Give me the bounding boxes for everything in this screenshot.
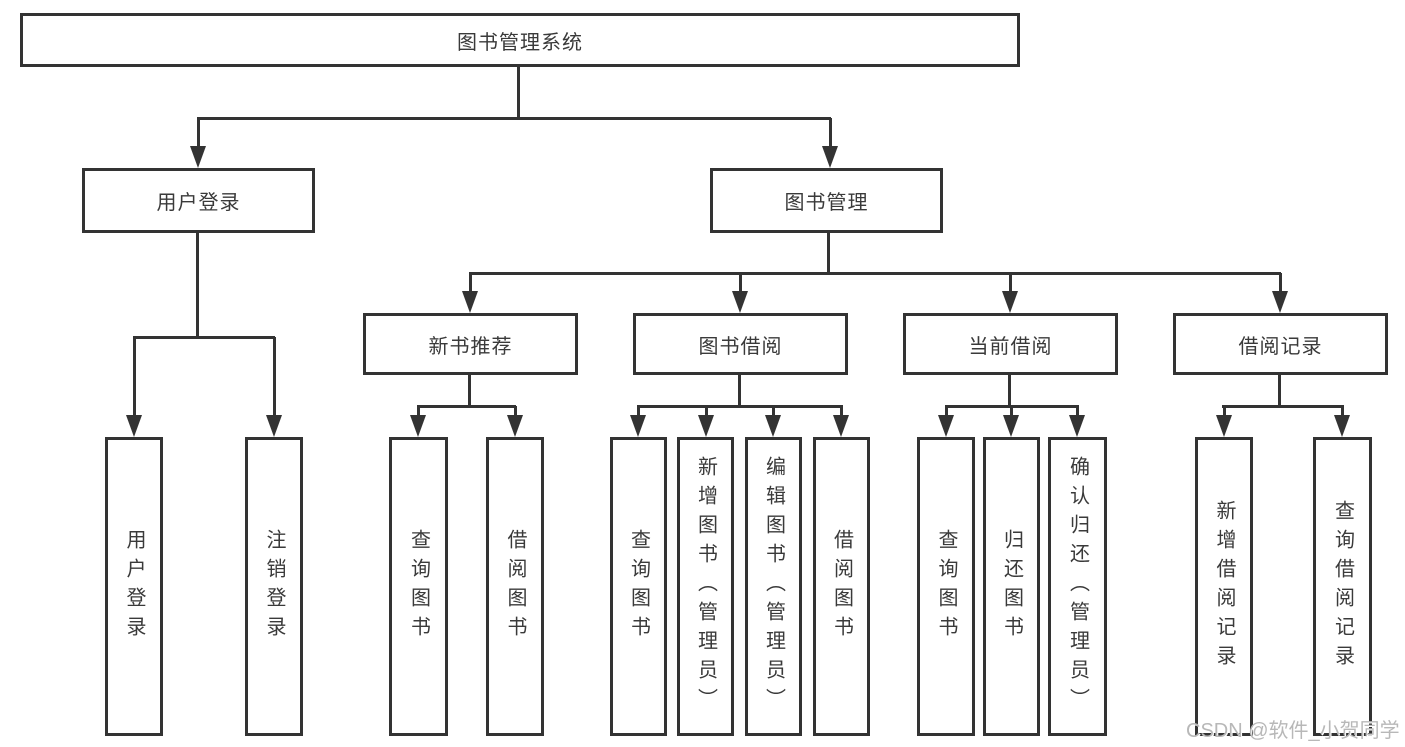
node-label: 归还图书 <box>1000 528 1023 645</box>
leaf-add-book-admin: 新增图书（管理员） <box>677 437 734 736</box>
leaf-add-borrow-record: 新增借阅记录 <box>1195 437 1253 736</box>
node-label: 图书借阅 <box>698 335 783 358</box>
arrow-stem <box>468 273 472 295</box>
node-label: 查询图书 <box>627 528 650 645</box>
arrowhead-down-icon <box>938 415 954 437</box>
node-label: 新增图书（管理员） <box>694 456 717 717</box>
connector-vline <box>737 375 741 406</box>
arrow-stem <box>132 337 136 419</box>
connector-hline <box>133 335 275 339</box>
node-label: 用户登录 <box>123 528 145 645</box>
arrowhead-down-icon <box>190 146 206 168</box>
arrow-stem <box>1222 406 1226 419</box>
node-label: 新书推荐 <box>428 335 513 358</box>
connector-hline <box>1222 404 1344 408</box>
connector-hline <box>197 116 831 120</box>
leaf-return-book: 归还图书 <box>983 437 1040 736</box>
node-current-borrow: 当前借阅 <box>903 313 1118 375</box>
arrow-stem <box>1075 406 1079 419</box>
node-label: 确认归还（管理员） <box>1066 456 1089 717</box>
node-book-management: 图书管理 <box>710 168 943 233</box>
arrowhead-down-icon <box>833 415 849 437</box>
node-label: 查询借阅记录 <box>1331 499 1354 674</box>
node-label: 借阅记录 <box>1238 335 1323 358</box>
node-label: 编辑图书（管理员） <box>762 456 785 717</box>
arrowhead-down-icon <box>732 291 748 313</box>
leaf-query-books-borrow: 查询图书 <box>610 437 667 736</box>
arrowhead-down-icon <box>507 415 523 437</box>
arrow-stem <box>1008 273 1012 295</box>
arrowhead-down-icon <box>462 291 478 313</box>
arrow-stem <box>1278 273 1282 295</box>
leaf-borrow-books: 借阅图书 <box>813 437 870 736</box>
node-book-borrow: 图书借阅 <box>633 313 848 375</box>
arrow-stem <box>196 118 200 150</box>
connector-vline <box>517 67 520 118</box>
arrowhead-down-icon <box>1334 415 1350 437</box>
arrowhead-down-icon <box>1003 415 1019 437</box>
node-label: 图书管理 <box>784 192 869 214</box>
arrowhead-down-icon <box>822 146 838 168</box>
connector-hline <box>637 404 843 408</box>
arrowhead-down-icon <box>630 415 646 437</box>
arrow-stem <box>636 406 640 419</box>
connector-hline <box>417 404 516 408</box>
node-new-book-recommend: 新书推荐 <box>363 313 578 375</box>
node-borrow-records: 借阅记录 <box>1173 313 1388 375</box>
connector-vline <box>195 233 199 337</box>
node-library-system: 图书管理系统 <box>20 13 1020 67</box>
connector-vline <box>827 233 830 273</box>
node-label: 新增借阅记录 <box>1213 499 1235 674</box>
arrowhead-down-icon <box>1216 415 1232 437</box>
arrow-stem <box>944 406 948 419</box>
arrowhead-down-icon <box>266 415 282 437</box>
arrow-stem <box>828 118 832 150</box>
leaf-query-books-recommend: 查询图书 <box>389 437 448 736</box>
node-label: 图书管理系统 <box>457 31 583 54</box>
arrow-stem <box>738 273 742 295</box>
arrowhead-down-icon <box>126 415 142 437</box>
arrow-stem <box>1009 406 1013 419</box>
arrowhead-down-icon <box>1069 415 1085 437</box>
arrowhead-down-icon <box>765 415 781 437</box>
connector-vline <box>1007 375 1011 406</box>
leaf-query-borrow-record: 查询借阅记录 <box>1313 437 1372 736</box>
connector-vline <box>467 375 471 406</box>
connector-vline <box>1277 375 1281 406</box>
leaf-logout: 注销登录 <box>245 437 303 736</box>
node-label: 查询图书 <box>935 528 957 645</box>
arrow-stem <box>272 337 276 419</box>
node-user-login: 用户登录 <box>82 168 315 233</box>
leaf-confirm-return-admin: 确认归还（管理员） <box>1048 437 1107 736</box>
arrow-stem <box>704 406 708 419</box>
node-label: 用户登录 <box>156 192 241 214</box>
node-label: 借阅图书 <box>504 528 526 645</box>
leaf-edit-book-admin: 编辑图书（管理员） <box>745 437 802 736</box>
arrowhead-down-icon <box>698 415 714 437</box>
node-label: 注销登录 <box>263 528 285 645</box>
watermark: CSDN @软件_小贺同学 <box>1186 720 1400 742</box>
connector-hline <box>469 271 1281 275</box>
arrow-stem <box>1340 406 1344 419</box>
arrowhead-down-icon <box>1002 291 1018 313</box>
arrow-stem <box>839 406 843 419</box>
arrow-stem <box>513 406 517 419</box>
arrow-stem <box>416 406 420 419</box>
arrow-stem <box>771 406 775 419</box>
node-label: 当前借阅 <box>968 335 1053 358</box>
node-label: 查询图书 <box>407 528 430 645</box>
leaf-user-login: 用户登录 <box>105 437 163 736</box>
node-label: 借阅图书 <box>830 528 853 645</box>
leaf-borrow-books-recommend: 借阅图书 <box>486 437 544 736</box>
arrowhead-down-icon <box>1272 291 1288 313</box>
leaf-query-books-current: 查询图书 <box>917 437 975 736</box>
arrowhead-down-icon <box>410 415 426 437</box>
